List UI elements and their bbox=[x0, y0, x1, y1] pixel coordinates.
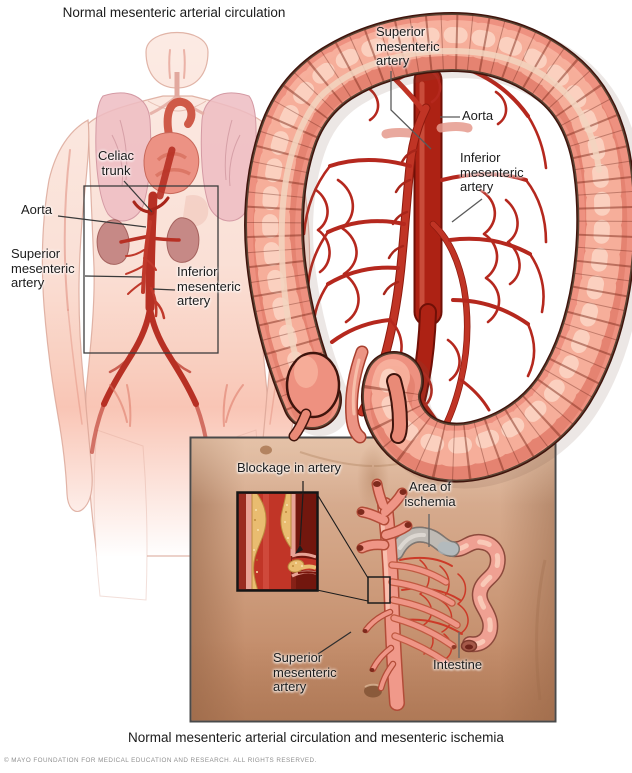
body-left-arm bbox=[41, 119, 93, 513]
nipple-left bbox=[260, 445, 272, 455]
label-area-of-ischemia: Area of ischemia bbox=[404, 479, 456, 509]
sma-vessel-body bbox=[141, 220, 152, 294]
ima-vessel-body bbox=[149, 286, 166, 320]
panel-mesentery bbox=[356, 478, 506, 711]
label-superior-mesenteric-artery-body: Superior mesenteric artery bbox=[11, 246, 75, 291]
label-celiac-trunk: Celiac trunk bbox=[97, 148, 135, 178]
figure-title: Normal mesenteric arterial circulation bbox=[62, 5, 286, 20]
label-inferior-mesenteric-artery-colon: Inferior mesenteric artery bbox=[460, 150, 524, 195]
plaque-speckles bbox=[253, 504, 303, 573]
blockage-arrowhead bbox=[295, 545, 303, 554]
label-superior-mesenteric-artery-panel: Superior mesenteric artery bbox=[273, 650, 337, 695]
abdomen-focus-box bbox=[83, 185, 219, 354]
leader-sma-panel bbox=[317, 631, 352, 655]
label-aorta-body: Aorta bbox=[21, 202, 53, 217]
navel bbox=[364, 684, 382, 698]
ischemic-segment bbox=[388, 526, 460, 560]
kidneys bbox=[96, 217, 200, 265]
ima-vessel-colon bbox=[430, 221, 470, 437]
body-left-leg bbox=[93, 429, 148, 601]
blockage-inset bbox=[236, 491, 391, 604]
colon-tube bbox=[270, 35, 614, 459]
label-intestine: Intestine bbox=[433, 657, 483, 672]
leader-ima-body bbox=[152, 288, 176, 291]
figure-caption: Normal mesenteric arterial circulation a… bbox=[128, 730, 504, 745]
taenia-coli-band bbox=[278, 48, 602, 385]
leader-sma-colon bbox=[390, 71, 432, 150]
label-inferior-mesenteric-artery-body: Inferior mesenteric artery bbox=[177, 264, 241, 309]
plaque-blockage bbox=[287, 559, 305, 573]
leader-sma-body bbox=[84, 275, 143, 278]
copyright-notice: © MAYO FOUNDATION FOR MEDICAL EDUCATION … bbox=[4, 757, 317, 764]
label-aorta-colon: Aorta bbox=[462, 108, 494, 123]
plaque-left bbox=[251, 494, 267, 589]
body-head bbox=[145, 32, 209, 89]
zoom-source-marker bbox=[367, 576, 391, 604]
label-blockage-in-artery: Blockage in artery bbox=[237, 460, 342, 475]
leader-celiac-trunk bbox=[123, 180, 153, 213]
leader-lines bbox=[57, 71, 483, 658]
plaque-right bbox=[280, 494, 292, 550]
label-superior-mesenteric-artery-colon: Superior mesenteric artery bbox=[376, 24, 440, 69]
lungs bbox=[95, 92, 257, 222]
ischemia-panel bbox=[189, 436, 557, 723]
sma-trunk-panel bbox=[356, 478, 461, 711]
inset-connector-lines bbox=[316, 493, 369, 602]
aortic-arch bbox=[163, 97, 196, 144]
leader-aorta-body bbox=[57, 215, 147, 228]
leader-ima-colon bbox=[451, 198, 483, 223]
colon-figure bbox=[270, 35, 614, 459]
